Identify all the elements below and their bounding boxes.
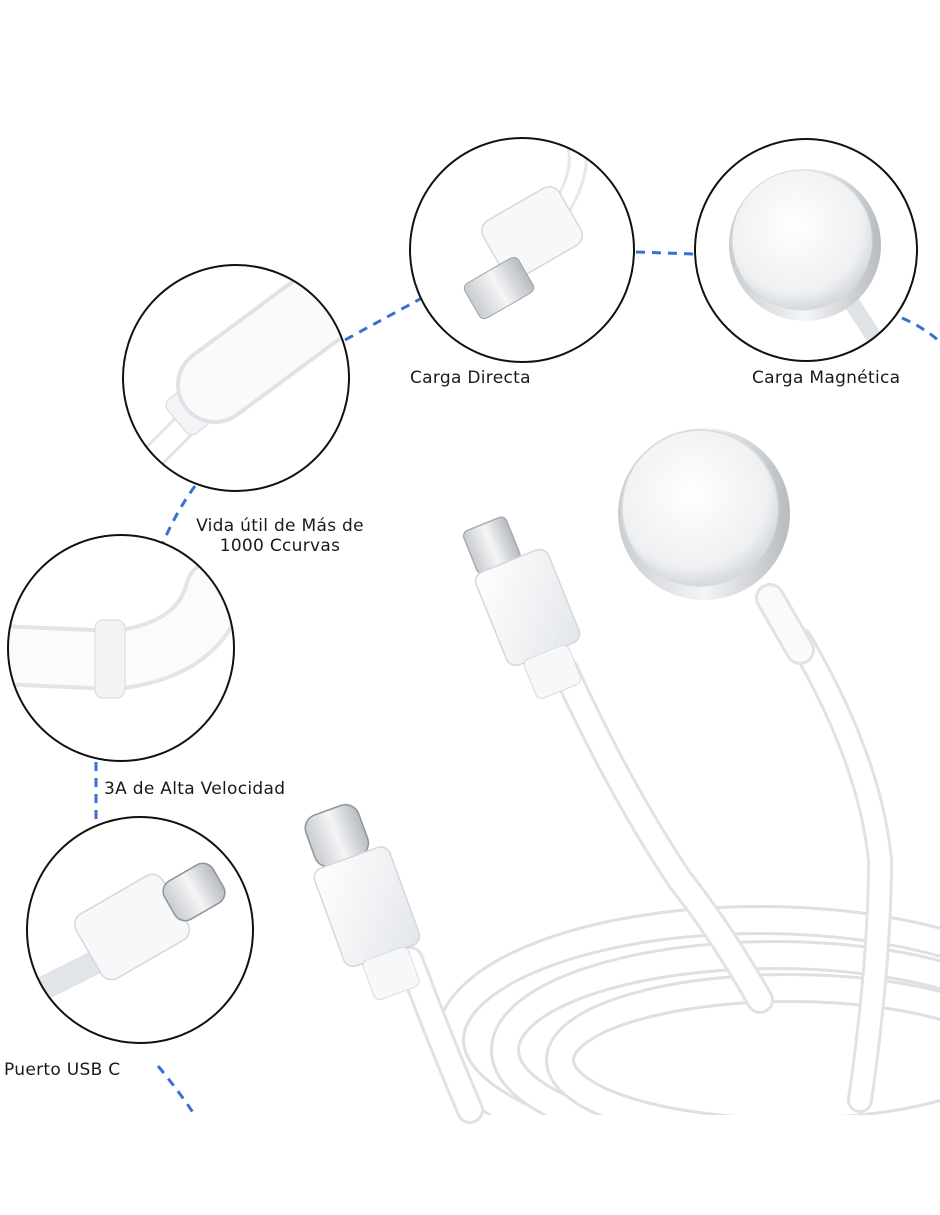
- detail-circle-high-speed: [7, 534, 235, 762]
- lightning-connector: [462, 516, 582, 699]
- detail-circle-direct-charge: [409, 137, 635, 363]
- label-usb-c-port: Puerto USB C: [4, 1060, 121, 1080]
- label-direct-charge: Carga Directa: [410, 368, 531, 388]
- label-lifespan-line1: Vida útil de Más de: [196, 516, 364, 536]
- detail-circle-magnetic-charge: [694, 138, 918, 362]
- label-magnetic-charge: Carga Magnética: [752, 368, 901, 388]
- usb-c-connector: [304, 803, 421, 1001]
- magnetic-charging-pad: [618, 428, 815, 665]
- label-lifespan-line2: 1000 Ccurvas: [219, 536, 341, 556]
- label-high-speed: 3A de Alta Velocidad: [104, 779, 286, 799]
- detail-circle-lifespan: [122, 264, 350, 492]
- lightning-cable: [551, 656, 774, 1014]
- magnetic-pad-cable: [787, 627, 894, 1113]
- detail-circle-usb-c: [26, 816, 254, 1044]
- label-lifespan: Vida útil de Más de 1000 Ccurvas: [180, 516, 380, 556]
- connector-dashes: [94, 250, 940, 1115]
